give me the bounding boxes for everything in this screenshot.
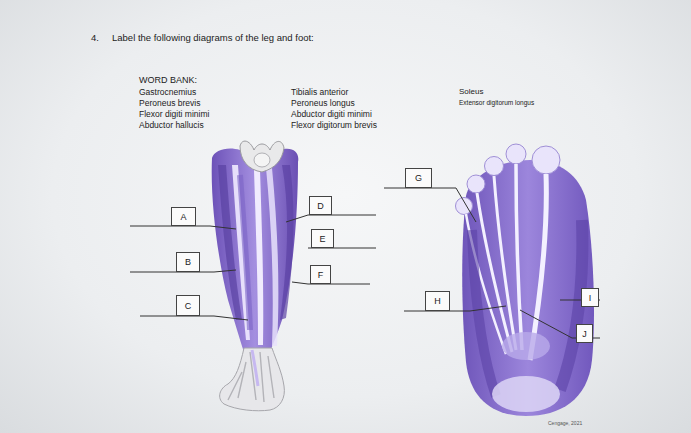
label-box: C <box>176 295 200 316</box>
answer-letter: A <box>180 212 186 222</box>
word-bank-term: Peroneus brevis <box>139 99 200 108</box>
word-bank-term: Extensor digitorum longus <box>459 99 534 106</box>
word-bank-term: Abductor digiti minimi <box>291 110 372 119</box>
label-box: H <box>425 291 450 311</box>
answer-letter: B <box>185 257 191 267</box>
answer-letter: D <box>317 201 324 211</box>
question-title: Label the following diagrams of the leg … <box>112 33 314 43</box>
foot-illustration <box>456 144 595 416</box>
label-box: I <box>581 288 599 307</box>
word-bank-heading: WORD BANK: <box>139 76 197 86</box>
label-box: B <box>176 252 200 272</box>
label-box: F <box>310 265 331 284</box>
leg-illustration <box>212 141 299 411</box>
answer-letter: F <box>318 270 324 280</box>
word-bank-term: Soleus <box>459 88 483 97</box>
word-bank-term: Tibialis anterior <box>291 88 348 97</box>
word-bank-term: Flexor digitorum brevis <box>291 121 377 130</box>
answer-letter: C <box>185 301 192 311</box>
label-box: E <box>311 229 334 248</box>
word-bank-term: Abductor hallucis <box>139 121 204 130</box>
answer-letter: G <box>415 173 422 183</box>
label-box: D <box>309 196 332 215</box>
word-bank-term: Gastrocnemius <box>139 88 196 97</box>
question-number: 4. <box>91 33 99 43</box>
answer-letter: E <box>319 234 325 244</box>
label-box: A <box>171 207 196 226</box>
answer-letter: H <box>434 296 441 306</box>
label-box: J <box>576 324 593 343</box>
leader-lines <box>130 188 600 338</box>
word-bank-term: Peroneus longus <box>291 99 355 108</box>
credit-watermark: Cengage, 2021 <box>548 421 582 427</box>
word-bank-term: Flexor digiti minimi <box>139 110 209 119</box>
answer-letter: I <box>589 293 592 303</box>
answer-letter: J <box>582 329 587 339</box>
label-box: G <box>405 168 432 188</box>
